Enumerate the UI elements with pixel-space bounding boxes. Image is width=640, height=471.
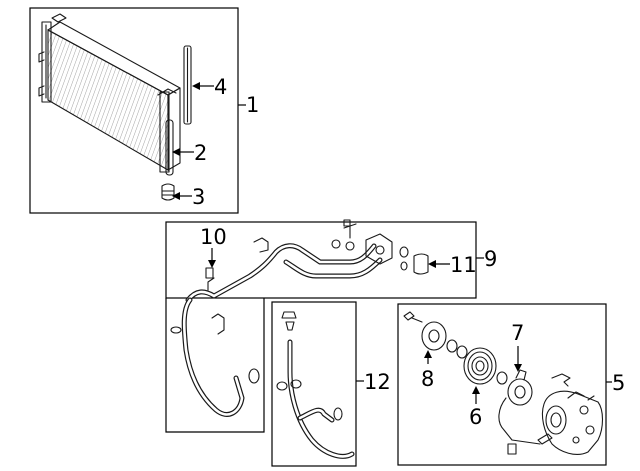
lines-lower-frame bbox=[165, 298, 265, 433]
callout-5: 5 bbox=[612, 371, 625, 395]
suction-hose-illustration bbox=[276, 311, 355, 459]
callout-9: 9 bbox=[484, 247, 497, 271]
callout-1: 1 bbox=[246, 93, 259, 117]
callout-2: 2 bbox=[194, 141, 207, 165]
callout-7: 7 bbox=[511, 321, 524, 345]
ac-line-assembly bbox=[170, 219, 429, 417]
callout-12: 12 bbox=[364, 370, 391, 394]
callout-6: 6 bbox=[469, 405, 482, 429]
lines-upper-frame bbox=[165, 221, 477, 299]
callout-3: 3 bbox=[192, 185, 205, 209]
callout-10: 10 bbox=[200, 225, 227, 249]
condenser-illustration bbox=[38, 13, 192, 201]
hose-group-frame bbox=[271, 301, 357, 467]
callout-8: 8 bbox=[421, 367, 434, 391]
condenser-group-frame bbox=[29, 7, 239, 214]
callout-11: 11 bbox=[450, 253, 477, 277]
callout-4: 4 bbox=[214, 75, 227, 99]
compressor-group-frame bbox=[397, 303, 607, 466]
compressor-illustration bbox=[403, 311, 604, 455]
